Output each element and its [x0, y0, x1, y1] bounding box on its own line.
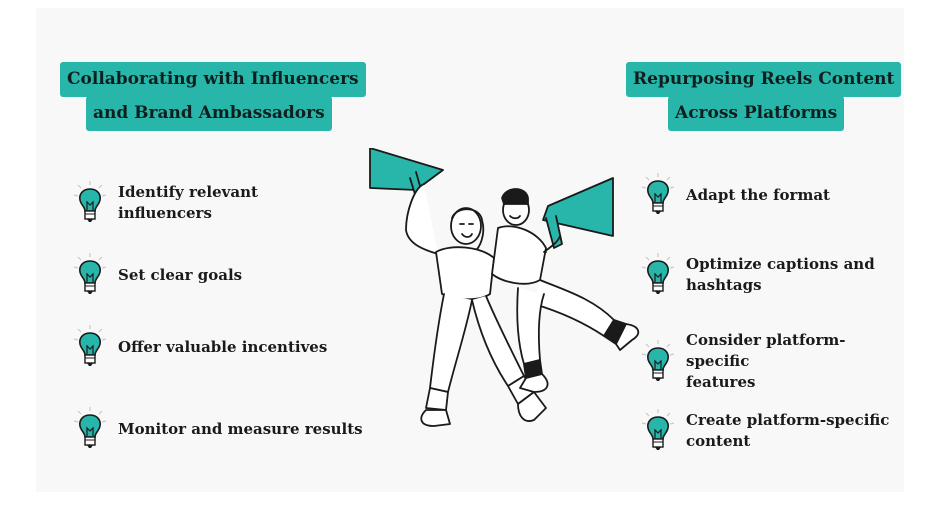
- item-text-line: hashtags: [686, 276, 762, 294]
- lightbulb-icon: [73, 325, 107, 366]
- people-with-megaphones-illustration: [369, 148, 640, 427]
- left-item-text: Offer valuable incentives: [118, 337, 327, 358]
- lightbulb-icon: [73, 181, 107, 222]
- lightbulb-icon: [73, 253, 107, 294]
- left-heading-line2: and Brand Ambassadors: [86, 96, 332, 131]
- lightbulb-icon: [641, 339, 675, 381]
- item-text-line: content: [686, 432, 751, 450]
- left-item-text: Set clear goals: [118, 265, 242, 286]
- item-text-line: features: [686, 373, 756, 391]
- left-heading-line1: Collaborating with Influencers: [60, 62, 366, 97]
- lightbulb-icon: [73, 407, 107, 448]
- right-list-item: Consider platform-specific features: [640, 330, 904, 393]
- left-list-item: Monitor and measure results: [72, 406, 363, 452]
- right-item-text: Adapt the format: [686, 185, 830, 206]
- slide: Collaborating with Influencers and Brand…: [36, 8, 904, 492]
- item-text-line: Set clear goals: [118, 265, 243, 284]
- left-list-item: Offer valuable incentives: [72, 324, 327, 370]
- right-heading-line2: Across Platforms: [668, 96, 845, 131]
- right-item-text: Consider platform-specific features: [686, 330, 904, 393]
- item-text-line: Adapt the format: [686, 185, 830, 204]
- item-text-line: Offer valuable incentives: [118, 337, 328, 356]
- item-text-line: Consider platform-specific: [686, 331, 846, 370]
- left-list-item: Identify relevant influencers: [72, 180, 258, 226]
- left-list-item: Set clear goals: [72, 252, 242, 298]
- left-item-text: Identify relevant influencers: [118, 182, 258, 224]
- right-list-item: Create platform-specific content: [640, 408, 889, 454]
- left-item-text: Monitor and measure results: [118, 419, 363, 440]
- lightbulb-icon: [641, 173, 675, 214]
- item-text-line: Identify relevant: [118, 183, 258, 201]
- right-item-text: Create platform-specific content: [686, 410, 889, 452]
- right-heading-line1: Repurposing Reels Content: [626, 62, 902, 97]
- lightbulb-icon: [641, 253, 675, 294]
- item-text-line: Create platform-specific: [686, 411, 890, 429]
- lightbulb-icon: [641, 409, 675, 450]
- item-text-line: influencers: [118, 204, 212, 222]
- right-list-item: Adapt the format: [640, 172, 830, 218]
- right-list-item: Optimize captions and hashtags: [640, 252, 875, 298]
- item-text-line: Monitor and measure results: [118, 419, 363, 438]
- item-text-line: Optimize captions and: [686, 255, 875, 273]
- right-item-text: Optimize captions and hashtags: [686, 254, 875, 296]
